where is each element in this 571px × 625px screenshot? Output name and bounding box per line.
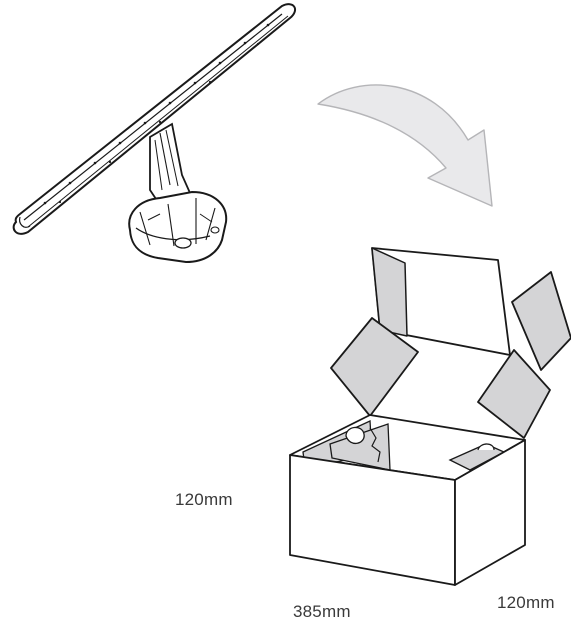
box-length-label: 385mm xyxy=(293,602,351,621)
box-width-label: 120mm xyxy=(497,593,555,612)
curved-arrow-icon xyxy=(317,84,493,207)
box-side-face xyxy=(454,439,526,586)
box-front-flap xyxy=(477,349,551,439)
box-height-label: 120mm xyxy=(175,490,233,509)
box-right-flap xyxy=(511,271,571,371)
antenna-pedestal xyxy=(149,122,192,207)
box-left-flap xyxy=(330,317,419,417)
antenna-bar xyxy=(12,3,297,235)
antenna-icon xyxy=(12,3,297,264)
open-box-icon xyxy=(289,247,571,586)
antenna-base xyxy=(128,190,228,264)
